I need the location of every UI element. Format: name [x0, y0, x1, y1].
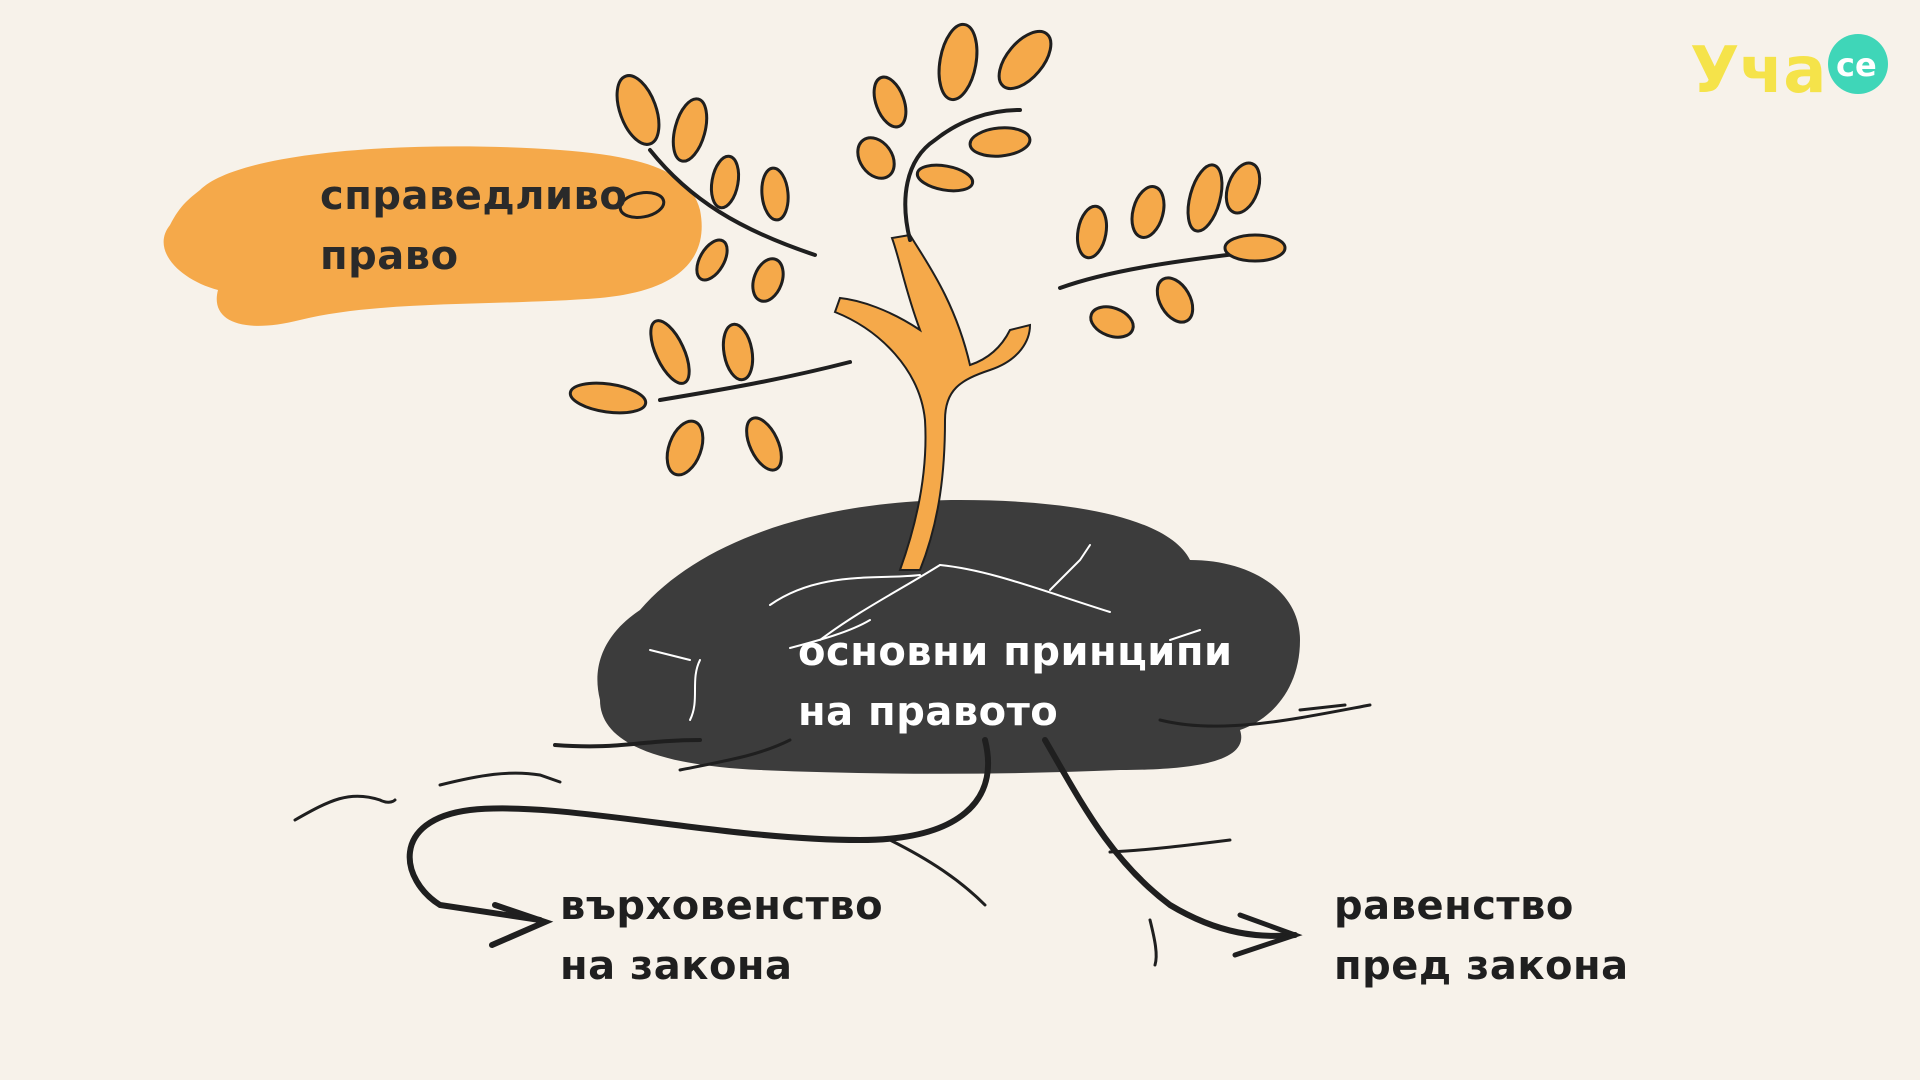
- rule-of-law-line-1: върховенство: [560, 883, 884, 929]
- fair-law-line-2: право: [320, 233, 459, 279]
- equality-before-law-label: равенство пред закона: [1334, 876, 1629, 996]
- logo: Уча се: [1690, 34, 1888, 108]
- fair-law-label: справедливо право: [320, 166, 627, 286]
- core-principles-label: основни принципи на правото: [798, 622, 1232, 742]
- logo-text: Уча: [1690, 34, 1826, 108]
- root-right-arrow: [1042, 737, 1298, 939]
- rule-of-law-line-2: на закона: [560, 943, 793, 989]
- tree-trunk: [833, 233, 1032, 571]
- logo-badge-text: се: [1836, 46, 1877, 84]
- soil-cracks: [649, 544, 1201, 721]
- soil-mound: [597, 500, 1300, 774]
- rule-of-law-label: върховенство на закона: [560, 876, 883, 996]
- roots: [293, 703, 1372, 967]
- tree-leaves: [568, 22, 1287, 477]
- logo-badge: [1828, 34, 1888, 94]
- core-principles-line-1: основни принципи: [798, 629, 1233, 675]
- core-principles-line-2: на правото: [798, 689, 1059, 735]
- fair-law-line-1: справедливо: [320, 173, 628, 219]
- arrowhead-left: [489, 902, 554, 948]
- arrowhead-right: [1232, 912, 1303, 958]
- equality-line-2: пред закона: [1334, 943, 1629, 989]
- root-left-arrow: [406, 737, 992, 923]
- fair-law-highlight: [163, 146, 702, 326]
- equality-line-1: равенство: [1334, 883, 1574, 929]
